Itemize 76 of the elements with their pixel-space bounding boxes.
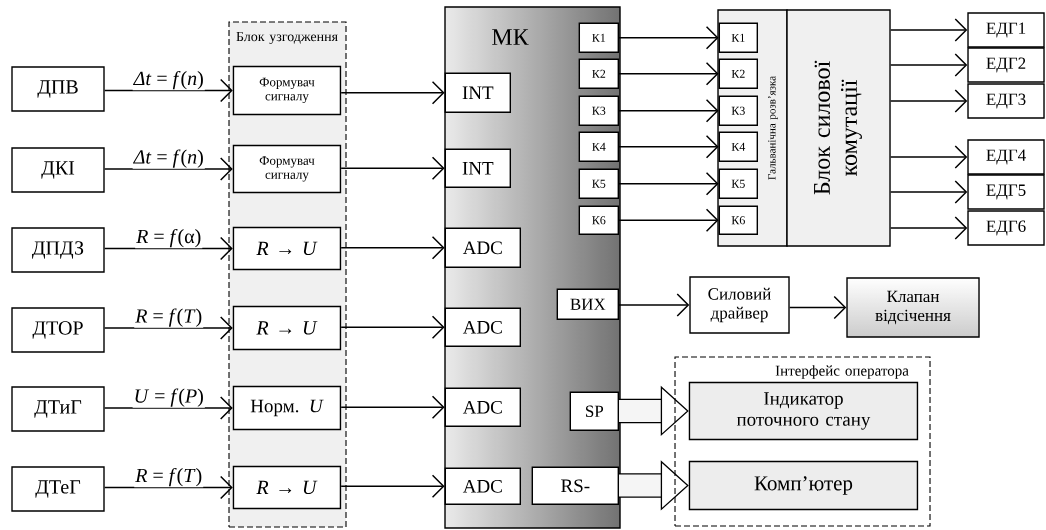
arrow	[618, 26, 719, 50]
port-box: ADC	[444, 227, 521, 268]
converter-box: Формувач сигналу	[232, 144, 342, 194]
port-box: К2	[578, 58, 619, 89]
arrow	[103, 78, 233, 103]
port-box: К4	[718, 131, 758, 162]
port-box: К5	[578, 168, 619, 199]
port-box: К3	[578, 95, 619, 126]
edge-label: Δt = f(n)	[132, 69, 205, 91]
converter-box: Формувач сигналу	[232, 65, 342, 116]
driver-box: Силовий драйвер	[689, 276, 790, 334]
port-box: К4	[578, 131, 619, 162]
edge-label: U = f(P)	[132, 387, 205, 408]
port-box: К6	[578, 205, 619, 235]
port-box: RS-	[531, 466, 619, 505]
sensor-box: ДТеГ	[11, 466, 105, 512]
motor-box: ЕДГ5	[967, 174, 1045, 210]
port-box: К5	[718, 168, 758, 199]
port-box: SP	[569, 391, 619, 431]
arrow	[340, 474, 445, 499]
arrow	[618, 293, 690, 317]
port-box: К1	[578, 22, 619, 53]
arrow	[889, 18, 968, 42]
arrow	[103, 236, 233, 261]
arrow	[103, 396, 233, 420]
edge-label: R = f(α)	[135, 227, 203, 249]
edge-label: Δt = f(n)	[132, 148, 205, 169]
edge-label: R = f(T)	[134, 466, 204, 488]
indicator-box: Індикатор поточного стану	[688, 381, 919, 441]
arrow	[340, 315, 445, 340]
arrow	[618, 62, 719, 86]
port-box: INT	[444, 148, 511, 188]
port-box: К1	[718, 22, 758, 53]
motor-box: ЕДГ4	[967, 139, 1045, 175]
port-box: ADC	[444, 307, 521, 347]
arrow	[788, 295, 847, 320]
arrow	[889, 180, 968, 204]
arrow	[618, 172, 719, 196]
arrow	[103, 475, 233, 500]
port-box: К3	[718, 95, 758, 126]
arrow	[340, 81, 445, 105]
valve-box: Клапан відсічення	[846, 277, 980, 338]
edge-label: R = f(T)	[134, 307, 204, 328]
port-box: ADC	[444, 467, 521, 505]
motor-box: ЕДГ1	[967, 12, 1045, 48]
sensor-box: ДКІ	[11, 147, 105, 193]
arrow	[618, 208, 719, 233]
sensor-box: ДПДЗ	[11, 227, 105, 273]
sensor-box: ДПВ	[11, 66, 105, 112]
arrow	[889, 216, 968, 240]
converter-box: R → U	[232, 226, 342, 271]
sensor-box: ДТиГ	[11, 386, 105, 432]
arrow	[618, 99, 719, 123]
port-box: К6	[718, 205, 758, 235]
arrow	[889, 89, 968, 113]
motor-box: ЕДГ6	[967, 210, 1045, 246]
arrow	[340, 236, 445, 260]
motor-box: ЕДГ2	[967, 47, 1045, 83]
sensor-box: ДТОР	[11, 307, 105, 353]
arrow	[889, 145, 968, 169]
port-box: INT	[444, 72, 511, 113]
arrow	[103, 157, 233, 181]
converter-box: Норм. U	[232, 385, 342, 431]
arrow	[340, 395, 445, 420]
arrow	[618, 135, 719, 159]
port-box: ВИХ	[556, 288, 619, 320]
arrow	[889, 53, 968, 77]
arrow	[103, 316, 233, 340]
port-box: К2	[718, 58, 758, 89]
arrow	[340, 156, 445, 181]
computer-box: Комп’ютер	[688, 460, 919, 511]
switching-block: Блок силової комутації	[786, 9, 891, 247]
port-box: ADC	[444, 387, 521, 427]
converter-box: R → U	[232, 465, 342, 510]
motor-box: ЕДГ3	[967, 83, 1045, 119]
converter-box: R → U	[232, 305, 342, 351]
